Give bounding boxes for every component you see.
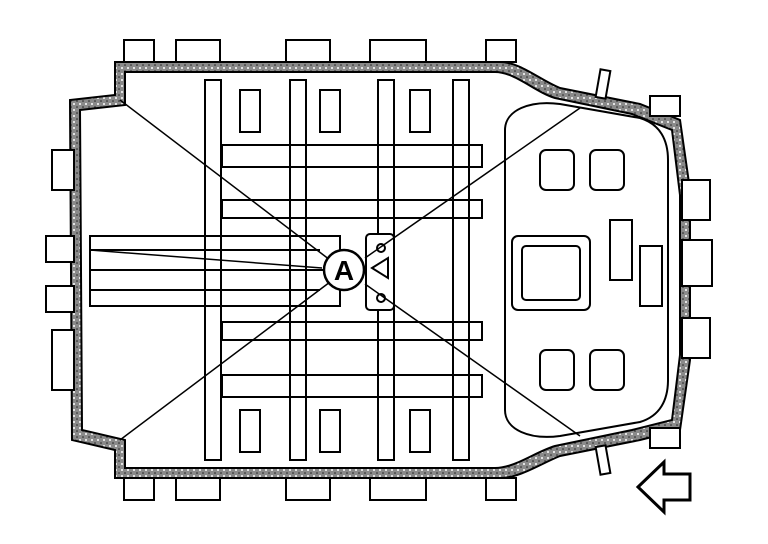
callout-a: A (322, 248, 366, 292)
right-connectors (649, 95, 713, 449)
mounting-tabs-bottom (123, 477, 517, 501)
callout-a-label: A (334, 255, 354, 286)
mounting-tabs-top (123, 39, 517, 63)
lift-straps (594, 68, 612, 476)
arrow-left-icon (635, 458, 692, 516)
left-connectors (45, 149, 75, 391)
module-housing (504, 102, 669, 438)
callout-a-circle (322, 248, 366, 292)
center-bracket (365, 233, 395, 311)
reference-lines (89, 99, 581, 441)
